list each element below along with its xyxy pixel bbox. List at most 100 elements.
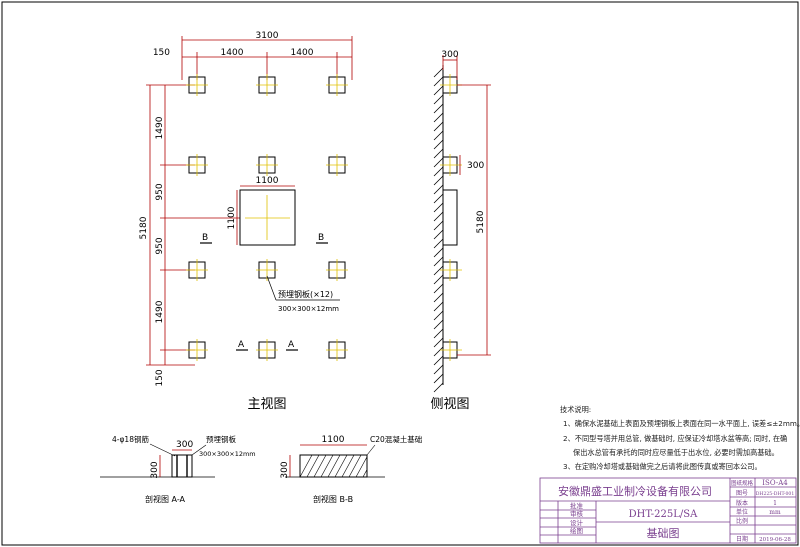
hatch-line <box>320 454 334 478</box>
concrete-hatch <box>299 454 368 478</box>
side-plates <box>440 74 462 361</box>
dim-spacing-2: 1400 <box>291 48 314 58</box>
model-number: DHT-225L/SA <box>629 509 698 520</box>
front-view-title: 主视图 <box>247 397 286 412</box>
hatch-line <box>433 193 444 204</box>
hatch-line <box>433 148 444 159</box>
hatch-line <box>433 112 444 123</box>
hatch-line <box>433 184 444 195</box>
dim-center-width: 1100 <box>256 176 279 186</box>
side-plate <box>440 259 462 281</box>
dim-v2: 950 <box>155 183 165 200</box>
label-paper-spec: 图纸规格 <box>731 479 754 487</box>
date: 2019-06-28 <box>759 537 791 543</box>
label-unit: 单位 <box>736 508 748 516</box>
hatch-line <box>348 454 362 478</box>
unit: mm <box>769 509 781 516</box>
hatch-line <box>433 157 444 168</box>
hatch-line <box>433 76 444 87</box>
embedded-plate <box>326 339 348 361</box>
embedded-plate <box>256 339 278 361</box>
notes-heading: 技术说明: <box>560 405 591 414</box>
hatch-line <box>355 456 368 478</box>
hatch-line <box>433 256 444 267</box>
side-view: 300 300 5180 侧视图 <box>430 50 491 412</box>
hatch-line <box>306 454 320 478</box>
hatch-line <box>299 454 313 478</box>
hatch-line <box>433 238 444 249</box>
embedded-plate <box>326 74 348 96</box>
section-aa-plate-size: 300×300×12mm <box>199 450 256 458</box>
hatch-line <box>433 292 444 303</box>
dim-v1: 1490 <box>155 116 165 139</box>
section-aa-dim-h: 300 <box>150 461 160 478</box>
hatch-line <box>433 310 444 321</box>
dim-v5: 150 <box>155 369 165 386</box>
hatch-line <box>433 121 444 132</box>
plate-leader-label: 预埋钢板(×12) <box>278 289 333 299</box>
dim-center-height: 1100 <box>227 206 237 229</box>
hatch-line <box>433 274 444 285</box>
hatch-line <box>433 301 444 312</box>
label-approve: 批准 <box>570 501 584 510</box>
version: 1 <box>773 500 777 507</box>
side-plate <box>440 154 462 176</box>
hatch-line <box>433 346 444 357</box>
hatch-line <box>433 364 444 375</box>
section-aa: 4-φ18钢筋 300 300 预埋钢板 300×300×12mm 剖视图 A-… <box>100 434 256 504</box>
section-bb-dim-w: 1100 <box>322 435 345 445</box>
company-name: 安徽鼎盛工业制冷设备有限公司 <box>558 484 712 498</box>
hatch-line <box>433 166 444 177</box>
label-date: 日期 <box>736 535 748 543</box>
section-bb-concrete: C20混凝土基础 <box>370 434 422 444</box>
label-scale: 比例 <box>736 517 748 525</box>
dim-v3: 950 <box>155 237 165 254</box>
hatch-line <box>433 67 444 78</box>
notes-line-3: 保出水总管有承托的同时应尽量低于出水位, 必要时需加高基础。 <box>573 448 779 457</box>
hatch-line <box>433 319 444 330</box>
label-drawing-no: 图号 <box>736 490 748 497</box>
hatch-line <box>327 454 341 478</box>
notes-line-1: 1、确保水泥基础上表面及预埋钢板上表面在同一水平面上, 误差≤±2mm。 <box>563 419 800 428</box>
section-bb-dim-h: 300 <box>280 461 290 478</box>
section-a-right: A <box>288 340 295 350</box>
side-view-title: 侧视图 <box>430 397 469 412</box>
notes-line-2: 2、不同型号塔并用总管, 做基础时, 应保证冷却塔水盆等高; 同时, 在确 <box>563 434 787 443</box>
side-dim-height: 5180 <box>476 210 486 233</box>
side-plate <box>440 339 462 361</box>
section-b-right: B <box>318 233 324 243</box>
embedded-plate <box>186 259 208 281</box>
hatch-line <box>433 247 444 258</box>
section-aa-plate: 预埋钢板 <box>206 434 236 444</box>
side-dim-mid: 300 <box>467 161 484 171</box>
dim-total-width: 3100 <box>256 31 279 41</box>
label-draw: 绘图 <box>570 526 583 535</box>
hatch-line <box>341 454 355 478</box>
hatch-line <box>334 454 348 478</box>
dim-total-height: 5180 <box>139 216 149 239</box>
paper-spec: ISO-A4 <box>762 479 788 487</box>
dim-left: 150 <box>153 48 170 58</box>
hatch-line <box>433 130 444 141</box>
notes-line-4: 3、在定购冷却塔或基础做完之后请将此图传真或寄回本公司。 <box>563 462 762 471</box>
hatch-line <box>433 211 444 222</box>
section-a-left: A <box>238 340 245 350</box>
hatch-line <box>433 283 444 294</box>
embedded-plate <box>256 74 278 96</box>
hatch-line <box>433 103 444 114</box>
hatch-line <box>362 469 368 478</box>
technical-notes: 技术说明: 1、确保水泥基础上表面及预埋钢板上表面在同一水平面上, 误差≤±2m… <box>560 405 800 471</box>
front-view: 3100 150 1400 1400 5180 1490 950 950 149… <box>139 31 353 412</box>
hatch-line <box>433 355 444 366</box>
embedded-plate <box>186 74 208 96</box>
embedded-plate <box>186 339 208 361</box>
hatch-line <box>433 382 444 393</box>
hatch-line <box>313 454 327 478</box>
hatch-line <box>433 175 444 186</box>
section-b-left: B <box>202 233 208 243</box>
hatch-line <box>433 85 444 96</box>
embedded-plate <box>326 154 348 176</box>
